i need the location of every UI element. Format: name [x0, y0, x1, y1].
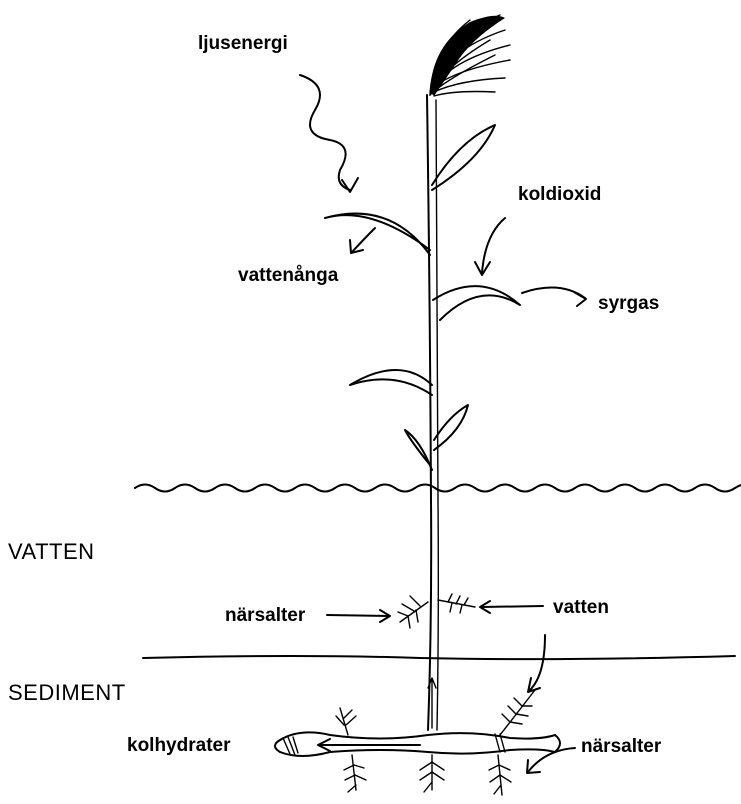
leaf-lowest-left	[405, 430, 432, 470]
zone-label-water: VATTEN	[8, 541, 95, 563]
root-sediment-3	[420, 755, 444, 792]
rhizome-end-left	[275, 740, 280, 752]
carbon-dioxide-arrow	[482, 218, 505, 273]
water-vapor-arrow	[352, 228, 375, 252]
label-kolhydrater: kolhydrater	[127, 736, 230, 755]
leaf-middle-right	[433, 286, 520, 320]
root-sediment-4	[489, 755, 511, 795]
label-narsalter-sediment: närsalter	[581, 737, 661, 756]
root-tuft-right	[438, 594, 475, 613]
stem	[427, 95, 431, 730]
label-koldioxid: koldioxid	[518, 185, 601, 204]
sediment-line	[143, 656, 735, 659]
zone-label-sediment: SEDIMENT	[8, 682, 126, 704]
label-narsalter-water: närsalter	[225, 606, 305, 625]
root-sediment-5	[500, 690, 535, 735]
root-sediment-1	[336, 708, 356, 735]
water-root-arrow	[530, 635, 545, 690]
label-ljusenergi: ljusenergi	[198, 34, 288, 53]
label-vatten: vatten	[553, 598, 609, 617]
rhizome-end-right	[555, 735, 560, 752]
leaf-upper-left	[325, 214, 430, 255]
label-syrgas: syrgas	[598, 294, 659, 313]
water-arrow	[482, 606, 543, 607]
leaf-lower-left	[350, 370, 432, 395]
leaf-top-right	[432, 125, 495, 190]
root-sediment-2	[344, 755, 366, 792]
nutrients-water-arrow	[327, 615, 388, 616]
label-vattenanga: vattenånga	[238, 266, 338, 285]
leaf-lowest-right	[434, 405, 468, 450]
light-energy-arrow	[300, 75, 350, 190]
root-tuft-left	[398, 596, 428, 628]
stem-inner	[436, 100, 438, 730]
